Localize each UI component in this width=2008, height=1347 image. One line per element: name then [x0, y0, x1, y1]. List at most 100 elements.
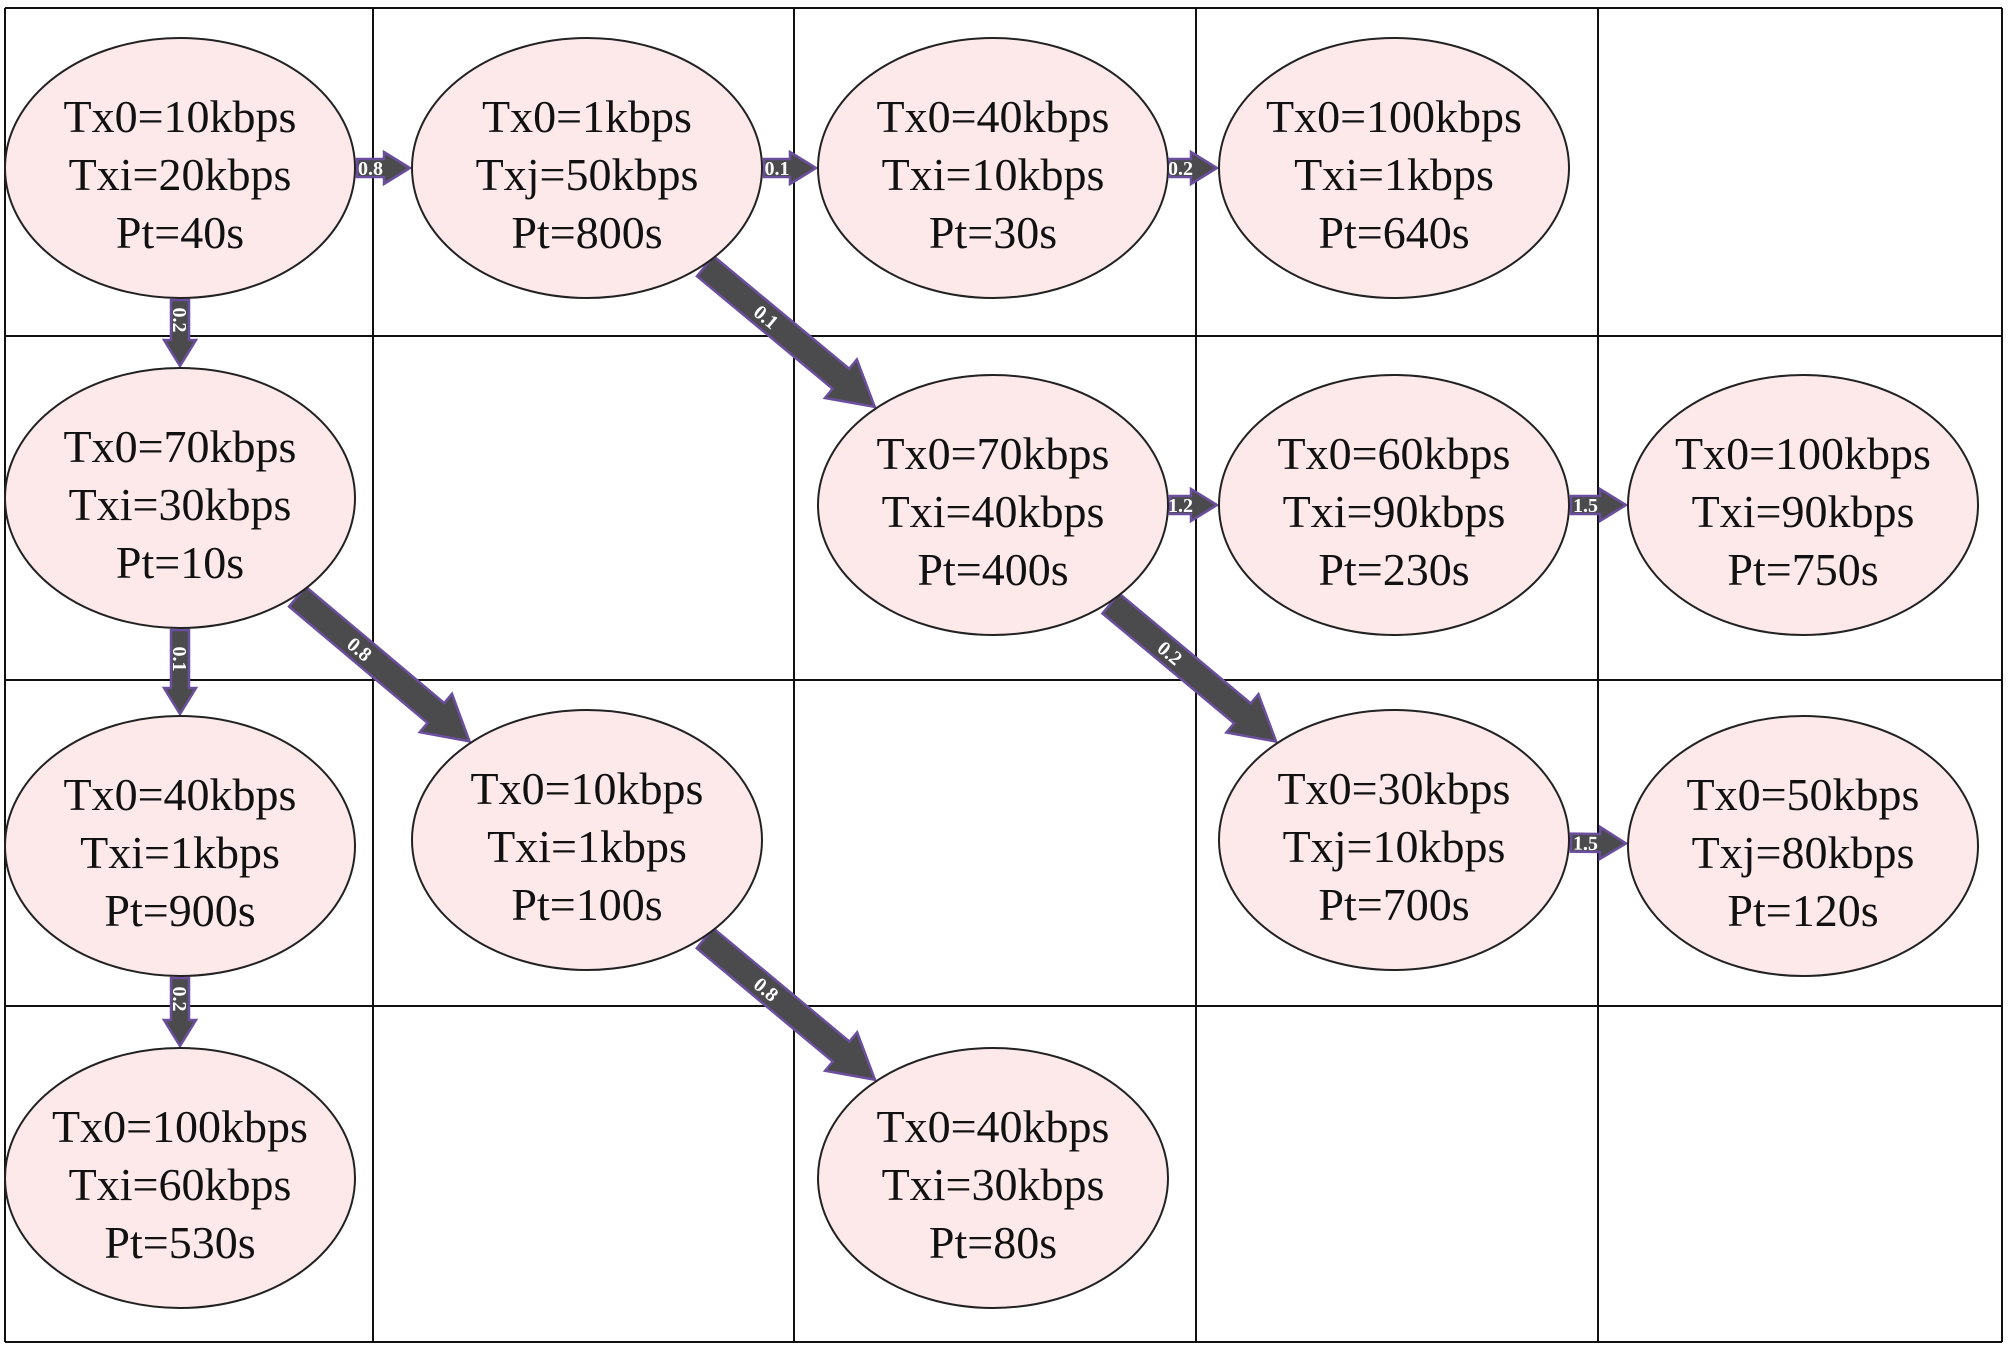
edge-weight-label: 1.2 — [1168, 495, 1193, 517]
node-ellipse — [4, 1047, 356, 1309]
edge-arrow — [287, 584, 472, 743]
node-line-1: Tx0=70kbps — [877, 428, 1110, 479]
node-line-2: Txi=30kbps — [69, 479, 292, 530]
edge-weight-label: 1.5 — [1573, 833, 1598, 855]
node-line-2: Txj=10kbps — [1283, 821, 1506, 872]
nodes: Tx0=10kbpsTxi=20kbpsPt=40sTx0=1kbpsTxj=5… — [4, 37, 1979, 1309]
node-line-3: Pt=30s — [929, 207, 1057, 258]
node-ellipse — [4, 37, 356, 299]
edge-r2c1-r3c1: 0.1 — [161, 628, 199, 717]
node-line-1: Tx0=10kbps — [64, 91, 297, 142]
node-line-2: Txi=90kbps — [1283, 486, 1506, 537]
edge-r1c3-r1c4: 0.2 — [1168, 149, 1220, 187]
edge-arrow — [161, 976, 199, 1049]
edge-weight-label: 0.1 — [765, 158, 790, 180]
node-ellipse — [411, 709, 763, 971]
grid-lines — [4, 7, 2003, 1343]
node-line-1: Tx0=100kbps — [1266, 91, 1522, 142]
edge-arrow — [355, 149, 413, 187]
node-line-2: Txi=90kbps — [1692, 486, 1915, 537]
node-line-1: Tx0=40kbps — [64, 769, 297, 820]
node-line-2: Txi=1kbps — [1294, 149, 1494, 200]
edge-weight-label: 0.2 — [168, 308, 190, 333]
node-line-3: Pt=800s — [511, 207, 662, 258]
edge-weight-label: 0.1 — [168, 647, 190, 672]
node-line-3: Pt=900s — [104, 885, 255, 936]
node-ellipse — [411, 37, 763, 299]
node-line-3: Pt=530s — [104, 1217, 255, 1268]
edge-arrow — [1100, 591, 1279, 744]
edge-arrow — [1569, 824, 1629, 862]
node-ellipse — [1627, 374, 1979, 636]
edge-r3c1-r4c1: 0.2 — [161, 976, 199, 1049]
edge-r2c3-r3c4: 0.2 — [1100, 591, 1279, 744]
edge-arrow — [762, 149, 819, 187]
edge-weight-label: 0.2 — [1168, 158, 1193, 180]
edge-arrow — [1569, 486, 1629, 524]
node-line-1: Tx0=30kbps — [1278, 763, 1511, 814]
node-line-2: Txi=20kbps — [69, 149, 292, 200]
node-line-3: Pt=400s — [917, 544, 1068, 595]
edge-r3c2-r4c3: 0.8 — [694, 926, 877, 1082]
edge-r1c1-r2c1: 0.2 — [161, 298, 199, 369]
node-ellipse — [4, 715, 356, 977]
edge-r1c2-r1c3: 0.1 — [762, 149, 819, 187]
node-line-1: Tx0=100kbps — [1675, 428, 1931, 479]
node-line-1: Tx0=100kbps — [52, 1101, 308, 1152]
edge-arrow — [695, 254, 877, 409]
edge-r2c1-r3c2: 0.8 — [287, 584, 472, 743]
node-line-3: Pt=10s — [116, 537, 244, 588]
node-line-3: Pt=640s — [1318, 207, 1469, 258]
edge-arrow — [1168, 149, 1220, 187]
node-line-1: Tx0=60kbps — [1278, 428, 1511, 479]
node-line-2: Txj=80kbps — [1692, 827, 1915, 878]
node-line-2: Txj=50kbps — [476, 149, 699, 200]
edge-arrow — [161, 298, 199, 369]
node-ellipse — [817, 37, 1169, 299]
node-line-2: Txi=1kbps — [80, 827, 280, 878]
node-line-2: Txi=1kbps — [487, 821, 687, 872]
node-line-3: Pt=80s — [929, 1217, 1057, 1268]
edge-arrow — [694, 926, 877, 1082]
node-line-3: Pt=40s — [116, 207, 244, 258]
edge-r3c4-r3c5: 1.5 — [1569, 824, 1629, 862]
node-ellipse — [817, 1047, 1169, 1309]
node-ellipse — [4, 367, 356, 629]
node-line-1: Tx0=1kbps — [482, 91, 692, 142]
node-line-2: Txi=10kbps — [882, 149, 1105, 200]
node-line-3: Pt=750s — [1727, 544, 1878, 595]
edge-weight-label: 1.5 — [1573, 495, 1598, 517]
edge-r1c1-r1c2: 0.8 — [355, 149, 413, 187]
node-line-3: Pt=230s — [1318, 544, 1469, 595]
node-ellipse — [817, 374, 1169, 636]
node-ellipse — [1218, 37, 1570, 299]
node-line-3: Pt=120s — [1727, 885, 1878, 936]
node-ellipse — [1627, 715, 1979, 977]
node-ellipse — [1218, 709, 1570, 971]
edge-weight-label: 0.8 — [358, 158, 383, 180]
node-line-1: Tx0=40kbps — [877, 91, 1110, 142]
edge-r2c3-r2c4: 1.2 — [1168, 486, 1220, 524]
edge-arrow — [161, 628, 199, 717]
node-line-2: Txi=60kbps — [69, 1159, 292, 1210]
node-line-1: Tx0=40kbps — [877, 1101, 1110, 1152]
node-line-1: Tx0=70kbps — [64, 421, 297, 472]
node-line-3: Pt=700s — [1318, 879, 1469, 930]
edge-arrow — [1168, 486, 1220, 524]
node-line-3: Pt=100s — [511, 879, 662, 930]
node-line-2: Txi=40kbps — [882, 486, 1105, 537]
node-line-1: Tx0=10kbps — [471, 763, 704, 814]
